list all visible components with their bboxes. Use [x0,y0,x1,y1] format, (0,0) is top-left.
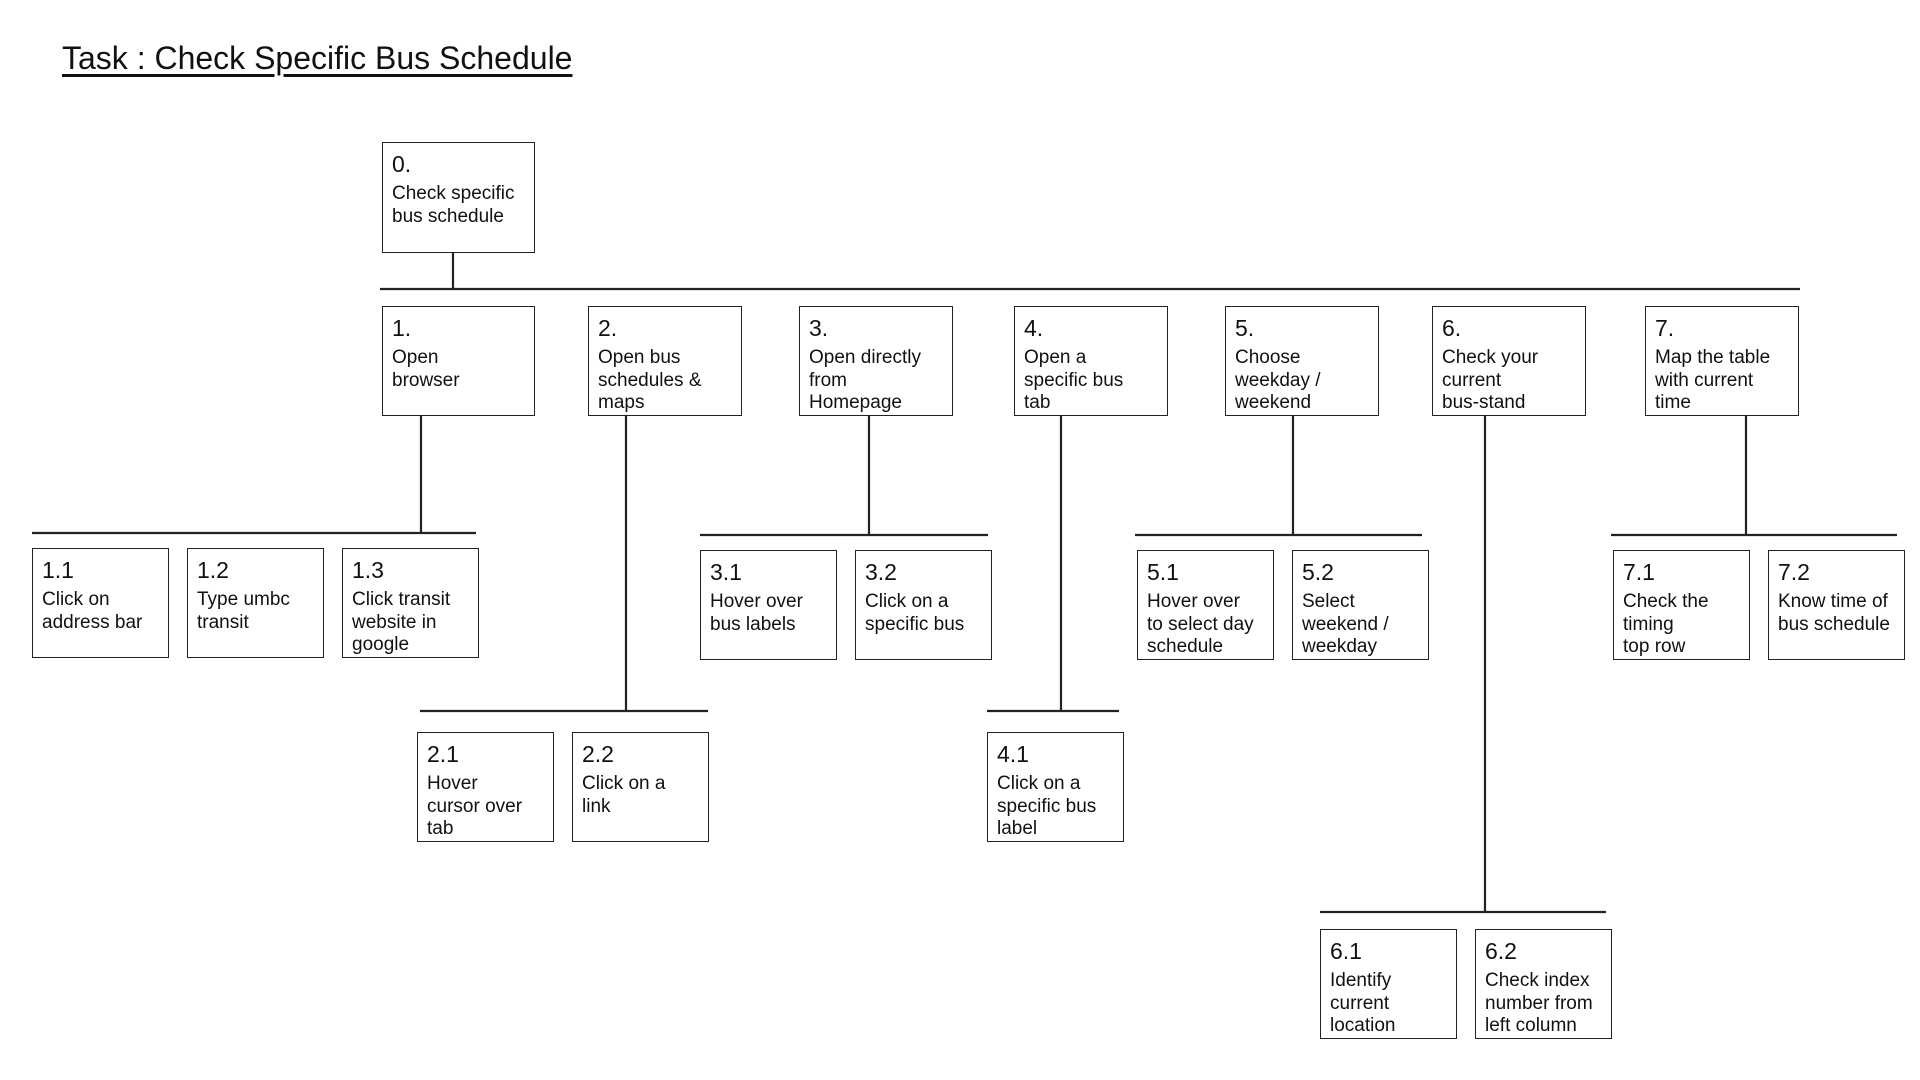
node-3-2-number: 3.2 [865,559,897,585]
node-4-label: Open a specific bus tab [1024,347,1124,413]
node-5-1-number: 5.1 [1147,559,1179,585]
node-6-label: Check your current bus-stand [1442,347,1539,413]
node-3-2-label: Click on a specific bus [865,591,965,635]
node-4-1-number: 4.1 [997,741,1029,767]
node-1-3: 1.3 Click transit website in google [342,548,479,658]
node-7-1-number: 7.1 [1623,559,1655,585]
node-7-label: Map the table with current time [1655,347,1771,413]
node-7-2-label: Know time of bus schedule [1778,591,1890,635]
node-1-1-label: Click on address bar [42,589,143,633]
node-6-1: 6.1 Identify current location [1320,929,1457,1039]
node-7-1: 7.1 Check the timing top row [1613,550,1750,660]
node-3-1-number: 3.1 [710,559,742,585]
node-3-label: Open directly from Homepage [809,347,921,413]
node-1-3-label: Click transit website in google [352,589,451,655]
node-0-label: Check specific bus schedule [392,183,515,227]
node-2-2-number: 2.2 [582,741,614,767]
node-7-1-label: Check the timing top row [1623,591,1709,657]
node-6-2: 6.2 Check index number from left column [1475,929,1612,1039]
node-2-1-label: Hover cursor over tab [427,773,523,839]
node-4: 4. Open a specific bus tab [1014,306,1168,416]
node-6-2-label: Check index number from left column [1485,970,1593,1036]
node-5-2-label: Select weekend / weekday [1302,591,1389,657]
node-5-1-label: Hover over to select day schedule [1147,591,1254,657]
node-2-1-number: 2.1 [427,741,459,767]
node-5-1: 5.1 Hover over to select day schedule [1137,550,1274,660]
node-5-2: 5.2 Select weekend / weekday [1292,550,1429,660]
node-1-label: Open browser [392,347,460,391]
node-1: 1. Open browser [382,306,535,416]
node-4-number: 4. [1024,315,1044,341]
node-3-number: 3. [809,315,829,341]
node-4-1-label: Click on a specific bus label [997,773,1097,839]
node-3-2: 3.2 Click on a specific bus [855,550,992,660]
node-7-2-number: 7.2 [1778,559,1810,585]
node-2-1: 2.1 Hover cursor over tab [417,732,554,842]
node-2-label: Open bus schedules & maps [598,347,702,413]
node-2-number: 2. [598,315,618,341]
diagram-title: Task : Check Specific Bus Schedule [62,40,573,76]
node-4-1: 4.1 Click on a specific bus label [987,732,1124,842]
node-1-2: 1.2 Type umbc transit [187,548,324,658]
node-1-2-label: Type umbc transit [197,589,290,633]
node-6-1-label: Identify current location [1330,970,1396,1036]
node-3: 3. Open directly from Homepage [799,306,953,416]
node-5-2-number: 5.2 [1302,559,1334,585]
node-7-2: 7.2 Know time of bus schedule [1768,550,1905,660]
node-7-number: 7. [1655,315,1675,341]
node-2-2-label: Click on a link [582,773,666,817]
node-6: 6. Check your current bus-stand [1432,306,1586,416]
node-1-3-number: 1.3 [352,557,384,583]
node-2: 2. Open bus schedules & maps [588,306,742,416]
node-2-2: 2.2 Click on a link [572,732,709,842]
node-5: 5. Choose weekday / weekend [1225,306,1379,416]
node-1-1: 1.1 Click on address bar [32,548,169,658]
node-5-number: 5. [1235,315,1255,341]
node-1-1-number: 1.1 [42,557,74,583]
node-1-number: 1. [392,315,412,341]
node-6-2-number: 6.2 [1485,938,1517,964]
node-3-1: 3.1 Hover over bus labels [700,550,837,660]
node-0: 0. Check specific bus schedule [382,142,535,253]
node-6-number: 6. [1442,315,1462,341]
node-3-1-label: Hover over bus labels [710,591,803,635]
node-5-label: Choose weekday / weekend [1235,347,1321,413]
node-1-2-number: 1.2 [197,557,229,583]
node-0-number: 0. [392,151,412,177]
node-7: 7. Map the table with current time [1645,306,1799,416]
node-6-1-number: 6.1 [1330,938,1362,964]
